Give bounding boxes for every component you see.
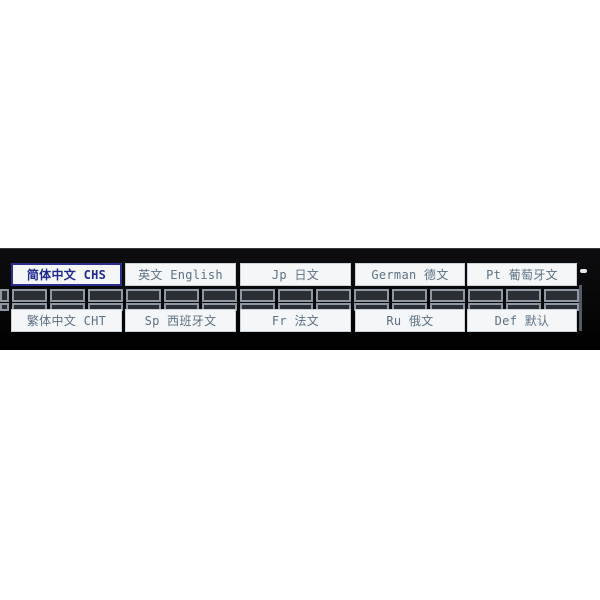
- lang-button-spanish[interactable]: Sp 西班牙文: [125, 309, 236, 332]
- grid-cell: [506, 289, 541, 302]
- grid-cell: [468, 289, 503, 302]
- lang-button-german[interactable]: German 德文: [355, 263, 465, 286]
- lang-button-russian[interactable]: Ru 俄文: [355, 309, 465, 332]
- grid-cell: [0, 289, 9, 302]
- grid-cell: [240, 289, 275, 302]
- lang-button-cht[interactable]: 繁体中文 CHT: [11, 309, 122, 332]
- lang-button-chs[interactable]: 简体中文 CHS: [11, 263, 122, 286]
- grid-cell: [316, 289, 351, 302]
- grid-cell: [430, 289, 465, 302]
- panel-handle-icon: [580, 269, 587, 273]
- grid-cell: [50, 289, 85, 302]
- language-selection-panel: 简体中文 CHS 英文 English Jp 日文 German 德文 Pt 葡…: [0, 248, 600, 350]
- lang-button-english[interactable]: 英文 English: [125, 263, 236, 286]
- lang-button-japanese[interactable]: Jp 日文: [240, 263, 351, 286]
- grid-cell: [544, 289, 579, 302]
- grid-cell: [202, 289, 237, 302]
- lang-button-default[interactable]: Def 默认: [467, 309, 577, 332]
- grid-cell: [0, 303, 9, 311]
- grid-cell: [354, 289, 389, 302]
- grid-cell: [88, 289, 123, 302]
- key-grid-row-upper: [0, 289, 585, 302]
- lang-button-portuguese[interactable]: Pt 葡萄牙文: [467, 263, 577, 286]
- grid-cell: [126, 289, 161, 302]
- panel-side-rail: [579, 285, 582, 331]
- grid-cell: [278, 289, 313, 302]
- grid-cell: [164, 289, 199, 302]
- grid-cell: [392, 289, 427, 302]
- lang-button-french[interactable]: Fr 法文: [240, 309, 351, 332]
- grid-cell: [12, 289, 47, 302]
